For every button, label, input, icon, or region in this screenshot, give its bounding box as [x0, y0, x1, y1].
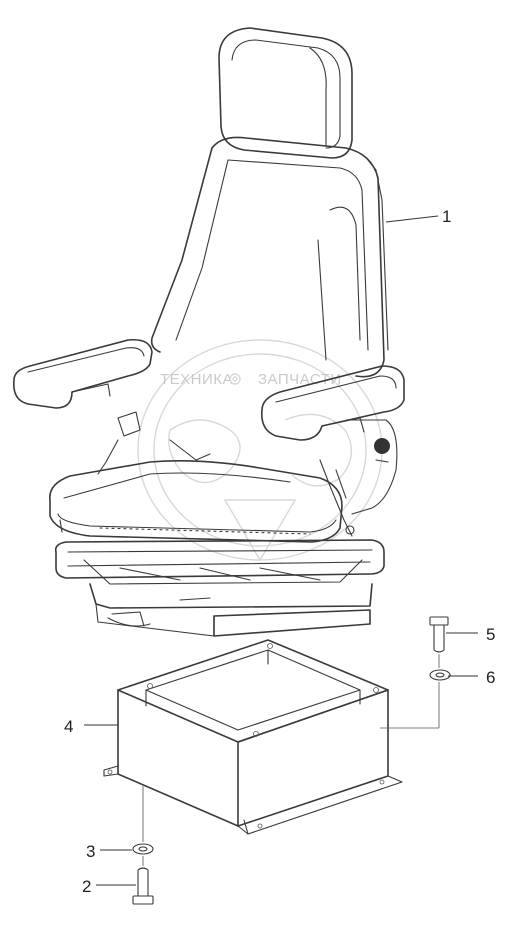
bolt-top-drawing [429, 616, 449, 653]
washer-bottom-drawing [132, 843, 154, 855]
callout-1: 1 [442, 207, 451, 226]
callout-2: 2 [82, 877, 91, 896]
leader-lines [84, 215, 478, 886]
watermark-right-text: ЗАПЧАСТИ [258, 371, 342, 388]
callout-4: 4 [64, 717, 73, 736]
seat-drawing [12, 27, 405, 637]
callout-6: 6 [486, 668, 495, 687]
callouts: 1 2 3 4 5 6 [64, 207, 495, 896]
watermark: ТЕХНИКА ЗАПЧАСТИ [137, 339, 383, 562]
gear-icon [229, 373, 241, 385]
callout-5: 5 [486, 625, 495, 644]
seat-box-drawing [103, 639, 403, 835]
washer-top-drawing [429, 669, 451, 681]
bolt-bottom-drawing [132, 867, 154, 905]
watermark-left-text: ТЕХНИКА [160, 371, 233, 388]
callout-3: 3 [86, 842, 95, 861]
